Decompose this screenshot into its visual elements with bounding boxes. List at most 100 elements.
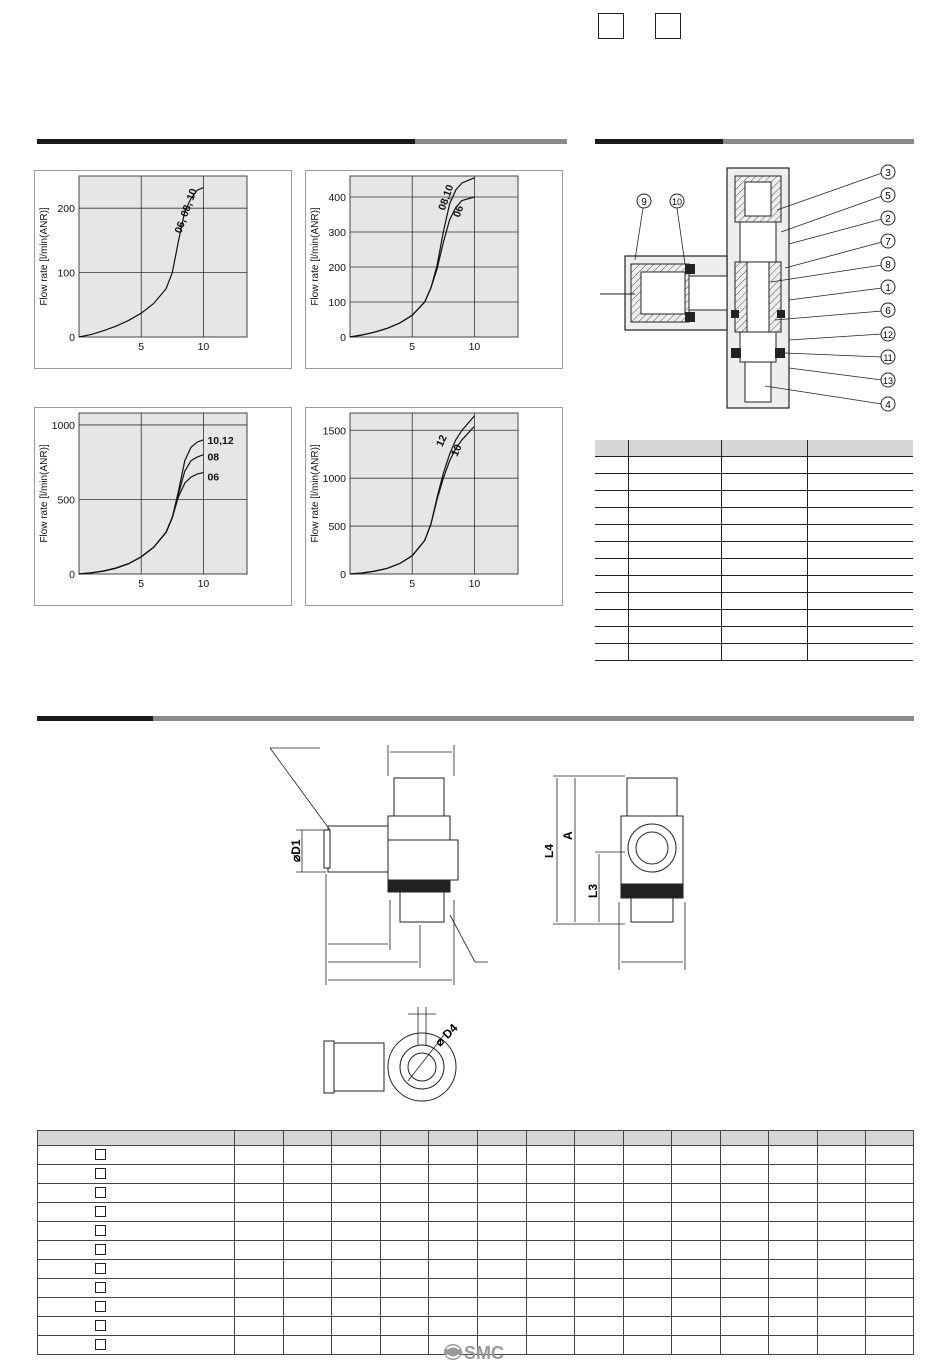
part-callout: 10 bbox=[669, 193, 685, 209]
table-cell bbox=[622, 1183, 673, 1203]
dim-label-a: A bbox=[561, 831, 575, 840]
smc-logo: SMC bbox=[444, 1343, 504, 1363]
model-checkbox[interactable] bbox=[95, 1187, 106, 1199]
part-callout-label: 11 bbox=[883, 353, 892, 363]
table-cell bbox=[865, 1183, 914, 1203]
table-cell bbox=[379, 1316, 430, 1336]
table-row bbox=[595, 473, 913, 491]
dim-label-d1: ⌀D1 bbox=[289, 839, 303, 862]
model-checkbox[interactable] bbox=[95, 1206, 106, 1218]
table-cell bbox=[865, 1335, 914, 1355]
table-cell bbox=[671, 1221, 721, 1241]
table-cell bbox=[671, 1259, 721, 1279]
table-cell bbox=[234, 1202, 284, 1222]
table-cell bbox=[379, 1202, 430, 1222]
table-cell bbox=[36, 1221, 236, 1241]
y-tick-label: 0 bbox=[340, 569, 346, 581]
table-cell bbox=[807, 558, 913, 576]
table-cell bbox=[671, 1240, 721, 1260]
table-cell bbox=[525, 1183, 576, 1203]
model-checkbox[interactable] bbox=[95, 1263, 106, 1275]
table-cell bbox=[816, 1202, 867, 1222]
table-cell bbox=[525, 1202, 576, 1222]
table-header-cell bbox=[331, 1130, 381, 1146]
table-cell bbox=[574, 1202, 624, 1222]
table-cell bbox=[574, 1183, 624, 1203]
table-cell bbox=[234, 1297, 284, 1317]
table-cell bbox=[721, 575, 808, 593]
y-tick-label: 500 bbox=[57, 494, 75, 506]
dimensions-section-bar-tail bbox=[153, 716, 914, 721]
table-cell bbox=[719, 1259, 770, 1279]
table-cell bbox=[477, 1145, 527, 1165]
table-row bbox=[36, 1259, 914, 1279]
table-cell bbox=[628, 609, 722, 627]
header-checkbox-1[interactable] bbox=[598, 13, 624, 39]
table-cell bbox=[282, 1316, 333, 1336]
table-cell bbox=[865, 1297, 914, 1317]
y-axis-label: Flow rate [l/min(ANR)] bbox=[39, 207, 50, 306]
table-cell bbox=[719, 1183, 770, 1203]
dimension-drawing-front: L4 A L3 bbox=[545, 775, 686, 970]
table-header-cell bbox=[379, 1130, 430, 1146]
table-cell bbox=[574, 1145, 624, 1165]
table-cell bbox=[721, 643, 808, 661]
flow-section-bar bbox=[37, 139, 415, 144]
model-checkbox[interactable] bbox=[95, 1282, 106, 1294]
model-checkbox[interactable] bbox=[95, 1244, 106, 1256]
table-header-cell bbox=[428, 1130, 479, 1146]
model-checkbox[interactable] bbox=[95, 1168, 106, 1180]
table-cell bbox=[719, 1316, 770, 1336]
table-cell bbox=[595, 575, 629, 593]
table-cell bbox=[525, 1164, 576, 1184]
plot-area bbox=[78, 412, 248, 575]
y-tick-label: 0 bbox=[69, 569, 75, 581]
x-tick-label: 5 bbox=[138, 578, 144, 590]
header-checkbox-2[interactable] bbox=[655, 13, 681, 39]
table-cell bbox=[331, 1259, 381, 1279]
table-cell bbox=[721, 558, 808, 576]
table-cell bbox=[282, 1164, 333, 1184]
model-checkbox[interactable] bbox=[95, 1339, 106, 1351]
table-cell bbox=[865, 1145, 914, 1165]
table-cell bbox=[428, 1164, 479, 1184]
table-cell bbox=[721, 490, 808, 508]
construction-drawing: 3 5 2 7 8 1 6 12 11 13 4 9 10 bbox=[600, 164, 896, 412]
model-checkbox[interactable] bbox=[95, 1149, 106, 1161]
part-callout-label: 6 bbox=[885, 306, 891, 317]
model-checkbox[interactable] bbox=[95, 1225, 106, 1237]
model-checkbox[interactable] bbox=[95, 1301, 106, 1313]
table-cell bbox=[428, 1221, 479, 1241]
smc-logo-text: SMC bbox=[464, 1343, 504, 1363]
y-tick-label: 0 bbox=[340, 332, 346, 344]
table-cell bbox=[622, 1145, 673, 1165]
y-tick-label: 100 bbox=[57, 268, 75, 280]
series-label: 12 bbox=[434, 433, 450, 449]
table-cell bbox=[768, 1164, 818, 1184]
part-callout-label: 3 bbox=[885, 168, 891, 179]
table-cell bbox=[234, 1145, 284, 1165]
part-callout-label: 1 bbox=[885, 283, 891, 294]
construction-parts-table bbox=[595, 440, 913, 661]
table-cell bbox=[816, 1297, 867, 1317]
table-cell bbox=[628, 440, 722, 457]
table-row bbox=[36, 1183, 914, 1203]
table-cell bbox=[622, 1335, 673, 1355]
plot-area bbox=[349, 412, 519, 575]
table-cell bbox=[595, 592, 629, 610]
y-tick-label: 1000 bbox=[52, 420, 76, 432]
table-cell bbox=[36, 1164, 236, 1184]
table-cell bbox=[628, 524, 722, 542]
model-checkbox[interactable] bbox=[95, 1320, 106, 1332]
table-cell bbox=[331, 1297, 381, 1317]
table-cell bbox=[282, 1259, 333, 1279]
table-cell bbox=[331, 1316, 381, 1336]
table-cell bbox=[36, 1278, 236, 1298]
table-header-cell bbox=[477, 1130, 527, 1146]
table-cell bbox=[622, 1221, 673, 1241]
table-row bbox=[595, 507, 913, 525]
part-callout-label: 8 bbox=[885, 260, 891, 271]
table-header-cell bbox=[574, 1130, 624, 1146]
